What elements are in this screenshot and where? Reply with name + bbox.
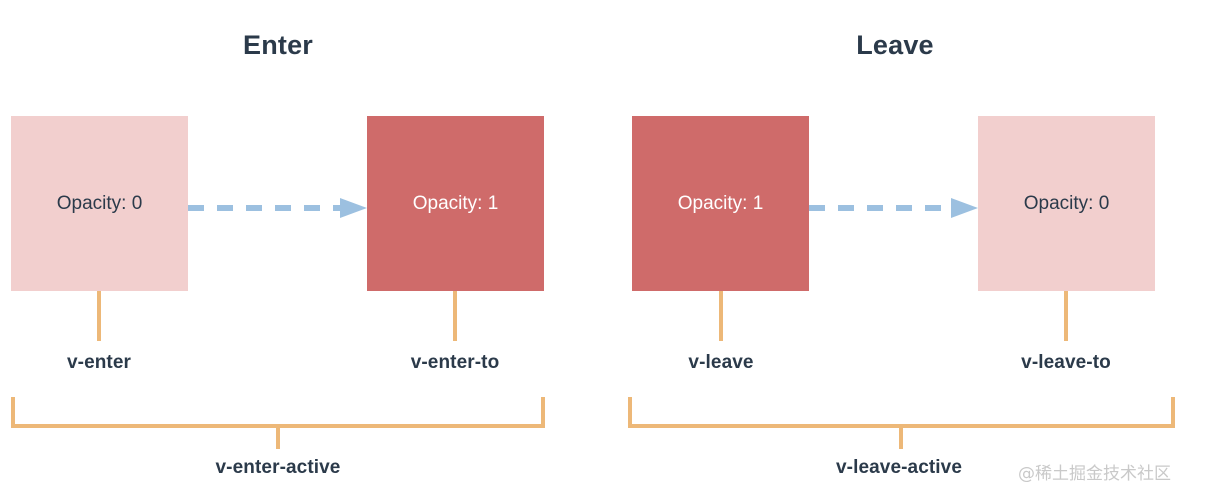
enter-active-bracket — [11, 397, 545, 428]
leave-to-state-box: Opacity: 0 — [978, 116, 1155, 291]
class-label-v-leave-to: v-leave-to — [1021, 352, 1111, 373]
dashed-arrow-right-icon — [188, 198, 367, 218]
enter-from-state-box: Opacity: 0 — [11, 116, 188, 291]
section-title-leave: Leave — [856, 30, 934, 60]
leave-to-opacity-label: Opacity: 0 — [1023, 192, 1110, 214]
enter-transition-arrow — [188, 196, 367, 220]
enter-to-opacity-label: Opacity: 1 — [412, 192, 499, 214]
leave-to-connector-line — [1064, 291, 1068, 341]
leave-active-bracket-stem — [899, 428, 903, 449]
class-label-v-enter: v-enter — [66, 352, 132, 373]
leave-active-bracket — [628, 397, 1175, 428]
leave-from-opacity-label: Opacity: 1 — [677, 192, 764, 214]
enter-to-connector-line — [453, 291, 457, 341]
enter-from-connector-line — [97, 291, 101, 341]
section-title-enter: Enter — [242, 30, 314, 60]
leave-transition-arrow — [809, 196, 978, 220]
enter-from-opacity-label: Opacity: 0 — [56, 192, 143, 214]
class-label-v-leave: v-leave — [688, 352, 754, 373]
dashed-arrow-right-icon — [809, 198, 978, 218]
enter-to-state-box: Opacity: 1 — [367, 116, 544, 291]
leave-from-state-box: Opacity: 1 — [632, 116, 809, 291]
class-label-v-leave-active: v-leave-active — [835, 457, 963, 478]
watermark-text: @稀土掘金技术社区 — [1018, 464, 1171, 484]
class-label-v-enter-active: v-enter-active — [215, 457, 341, 478]
leave-from-connector-line — [719, 291, 723, 341]
class-label-v-enter-to: v-enter-to — [410, 352, 500, 373]
enter-active-bracket-stem — [276, 428, 280, 449]
